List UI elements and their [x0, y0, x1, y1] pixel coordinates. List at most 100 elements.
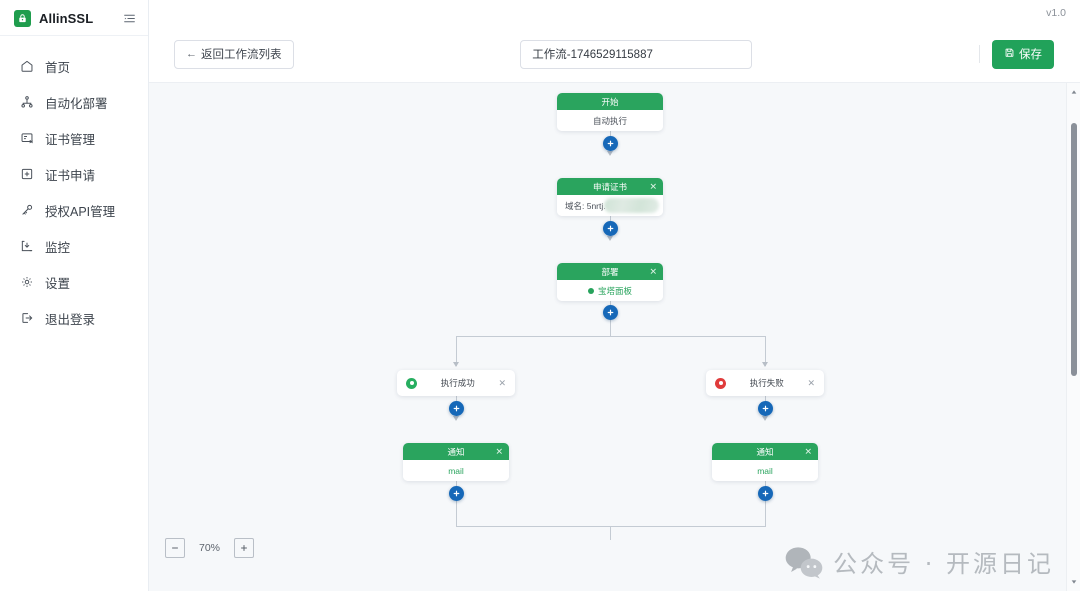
workflow-name-wrapper [294, 39, 980, 69]
top-bar: v1.0 [149, 0, 1080, 26]
workflow-toolbar: ← 返回工作流列表 保存 [149, 26, 1080, 82]
workflow-node-branch-success[interactable]: 执行成功 ✕ [397, 370, 515, 396]
connector-line [765, 336, 766, 366]
save-disk-icon [1004, 47, 1015, 61]
node-title: 通知 [447, 446, 465, 457]
node-title: 执行失败 [749, 378, 784, 388]
close-x-icon[interactable]: ✕ [495, 446, 503, 456]
node-header: 申请证书 ✕ [557, 178, 663, 195]
monitor-icon [19, 239, 34, 254]
connector-arrow [607, 236, 613, 241]
add-node-button-after-notify-success[interactable] [449, 486, 464, 501]
app-version: v1.0 [1046, 7, 1066, 19]
connector-arrow [453, 416, 459, 421]
node-body: 宝塔面板 [557, 280, 663, 301]
connector-line [765, 481, 766, 527]
node-header: 开始 [557, 93, 663, 110]
arrow-left-icon: ← [186, 47, 197, 60]
close-x-icon[interactable]: ✕ [807, 377, 815, 388]
connector-line [456, 336, 765, 337]
workflow-canvas[interactable]: 开始 自动执行 申请证书 ✕ 域名: 5nrtj. [149, 82, 1080, 591]
connector-line [456, 481, 457, 527]
node-header: 通知 ✕ [403, 443, 509, 460]
close-x-icon[interactable]: ✕ [498, 377, 506, 388]
connector-arrow [762, 416, 768, 421]
sitemap-icon [19, 95, 34, 110]
sidebar-item-auto-deploy[interactable]: 自动化部署 [0, 84, 148, 120]
add-node-button-after-notify-failure[interactable] [758, 486, 773, 501]
provider-dot-icon [587, 287, 594, 294]
workflow-node-notify-success[interactable]: 通知 ✕ mail [403, 443, 509, 481]
close-x-icon[interactable]: ✕ [804, 446, 812, 456]
home-icon [19, 59, 34, 74]
zoom-in-button[interactable] [234, 538, 255, 558]
add-node-button-success-branch[interactable] [449, 401, 464, 416]
caret-down-icon[interactable] [1067, 575, 1080, 589]
workflow-node-notify-failure[interactable]: 通知 ✕ mail [712, 443, 818, 481]
sidebar-item-label: 证书管理 [45, 132, 96, 147]
logout-icon [19, 311, 34, 326]
add-node-button-after-apply-cert[interactable] [603, 221, 618, 236]
error-dot-icon [715, 377, 726, 389]
sidebar-item-logout[interactable]: 退出登录 [0, 300, 148, 336]
node-body-text: 自动执行 [592, 115, 627, 126]
sidebar-item-label: 首页 [45, 60, 71, 75]
back-to-workflow-list-button[interactable]: ← 返回工作流列表 [174, 39, 294, 69]
success-check-icon [406, 377, 417, 389]
sidebar-item-home[interactable]: 首页 [0, 48, 148, 84]
node-title: 通知 [756, 446, 774, 457]
save-button[interactable]: 保存 [992, 39, 1054, 69]
plus-square-icon [19, 167, 34, 182]
connector-line [610, 526, 611, 540]
sidebar-collapse-icon[interactable] [122, 11, 137, 26]
workflow-node-branch-failure[interactable]: 执行失败 ✕ [706, 370, 824, 396]
add-node-button-after-deploy[interactable] [603, 305, 618, 320]
add-node-button-failure-branch[interactable] [758, 401, 773, 416]
node-body: 自动执行 [557, 110, 663, 131]
workflow-name-input[interactable] [520, 39, 753, 69]
node-header: 部署 ✕ [557, 263, 663, 280]
sidebar-item-label: 监控 [45, 240, 71, 255]
connector-arrow [453, 362, 459, 367]
close-x-icon[interactable]: ✕ [649, 181, 657, 191]
connector-line [456, 336, 457, 366]
main-area: v1.0 ← 返回工作流列表 保存 [149, 0, 1080, 591]
sidebar-item-monitor[interactable]: 监控 [0, 228, 148, 264]
node-header: 通知 ✕ [712, 443, 818, 460]
workflow-node-deploy[interactable]: 部署 ✕ 宝塔面板 [557, 263, 663, 301]
close-x-icon[interactable]: ✕ [649, 266, 657, 276]
sidebar-item-label: 设置 [45, 276, 71, 291]
node-title: 执行成功 [440, 378, 475, 388]
node-title: 部署 [601, 266, 619, 277]
connector-arrow [607, 151, 613, 156]
node-body-text: 域名: 5nrtj. [565, 200, 606, 211]
add-node-button-after-start[interactable] [603, 136, 618, 151]
sidebar-item-api-manage[interactable]: 授权API管理 [0, 192, 148, 228]
sidebar-item-cert-manage[interactable]: 证书管理 [0, 120, 148, 156]
workflow-canvas-inner: 开始 自动执行 申请证书 ✕ 域名: 5nrtj. [149, 83, 1080, 591]
save-button-label: 保存 [1019, 49, 1042, 61]
node-body: mail [712, 460, 818, 481]
canvas-zoom-controls: 70% [165, 538, 255, 558]
wechat-bubbles-icon [784, 545, 824, 579]
certificate-icon [19, 131, 34, 146]
canvas-vertical-scrollbar[interactable] [1066, 83, 1080, 591]
sidebar-item-label: 退出登录 [45, 312, 96, 327]
brand-header: AllinSSL [0, 2, 148, 36]
connector-arrow [762, 362, 768, 367]
sidebar-item-cert-apply[interactable]: 证书申请 [0, 156, 148, 192]
scrollbar-thumb[interactable] [1071, 123, 1077, 376]
zoom-level-label: 70% [199, 542, 221, 554]
sidebar-nav: 首页 自动化部署 [0, 36, 148, 336]
zoom-out-button[interactable] [165, 538, 185, 558]
workflow-node-apply-cert[interactable]: 申请证书 ✕ 域名: 5nrtj. [557, 178, 663, 216]
redacted-domain-blur [604, 198, 659, 213]
sidebar-item-label: 证书申请 [45, 168, 96, 183]
back-button-label: 返回工作流列表 [201, 49, 282, 61]
caret-up-icon[interactable] [1067, 85, 1080, 99]
workflow-node-start[interactable]: 开始 自动执行 [557, 93, 663, 131]
lock-shield-icon [14, 10, 31, 27]
sidebar-item-settings[interactable]: 设置 [0, 264, 148, 300]
watermark-text: 公众号 · 开源日记 [833, 550, 1054, 578]
